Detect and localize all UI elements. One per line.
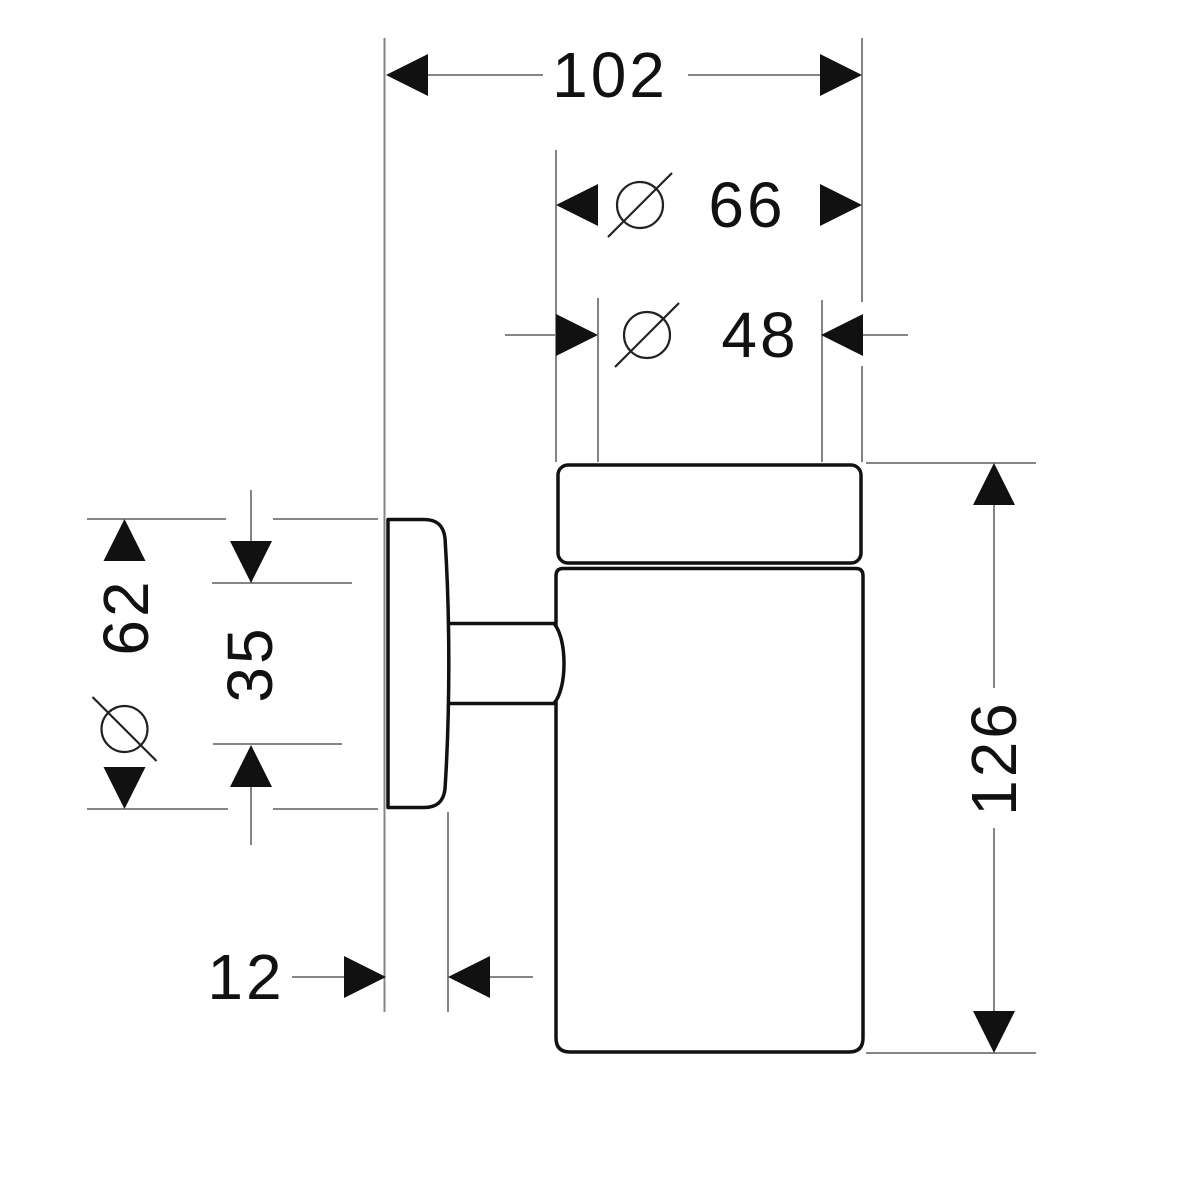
dimension-overall-height: 126 bbox=[958, 463, 1030, 1053]
dimension-overall-depth: 102 bbox=[386, 39, 862, 111]
dim-12-label: 12 bbox=[207, 941, 284, 1013]
dim-48-label: 48 bbox=[721, 299, 798, 371]
arrowhead-right-icon bbox=[820, 184, 862, 226]
mounting-arm bbox=[448, 621, 566, 706]
arrowhead-down-icon bbox=[230, 541, 272, 583]
arrowhead-down-icon bbox=[103, 767, 146, 809]
tumbler-body bbox=[554, 566, 865, 1054]
arrowhead-right-icon bbox=[344, 956, 386, 998]
arrowhead-left-icon bbox=[386, 54, 428, 96]
dim-62-label: 62 bbox=[90, 578, 162, 655]
extension-lines bbox=[87, 38, 1036, 1054]
wall-plate bbox=[386, 517, 451, 810]
dimension-plate-diameter: 62 bbox=[90, 519, 162, 809]
holder-ring bbox=[556, 463, 863, 565]
dimension-plate-thickness: 12 bbox=[207, 941, 533, 1013]
diameter-symbol-icon bbox=[607, 172, 673, 238]
dimension-mounting-spacing: 35 bbox=[214, 490, 286, 845]
product-outline bbox=[386, 463, 865, 1054]
dim-66-label: 66 bbox=[708, 169, 785, 241]
dimension-inner-diameter: 48 bbox=[505, 299, 908, 371]
dimension-outer-diameter: 66 bbox=[556, 169, 862, 241]
arrowhead-right-icon bbox=[820, 54, 862, 96]
diameter-symbol-icon bbox=[614, 302, 680, 368]
dim-126-label: 126 bbox=[958, 700, 1030, 816]
arrowhead-left-icon bbox=[556, 184, 598, 226]
arrowhead-up-icon bbox=[103, 519, 146, 561]
dim-102-label: 102 bbox=[552, 39, 668, 111]
dim-35-label: 35 bbox=[214, 625, 286, 702]
arrowhead-down-icon bbox=[973, 1011, 1015, 1053]
arrowhead-up-icon bbox=[973, 463, 1015, 505]
arrowhead-right-icon bbox=[556, 314, 598, 356]
arrowhead-left-icon bbox=[821, 314, 863, 356]
arrowhead-up-icon bbox=[230, 745, 272, 787]
arrowhead-left-icon bbox=[448, 956, 490, 998]
diameter-symbol-icon bbox=[91, 696, 158, 762]
